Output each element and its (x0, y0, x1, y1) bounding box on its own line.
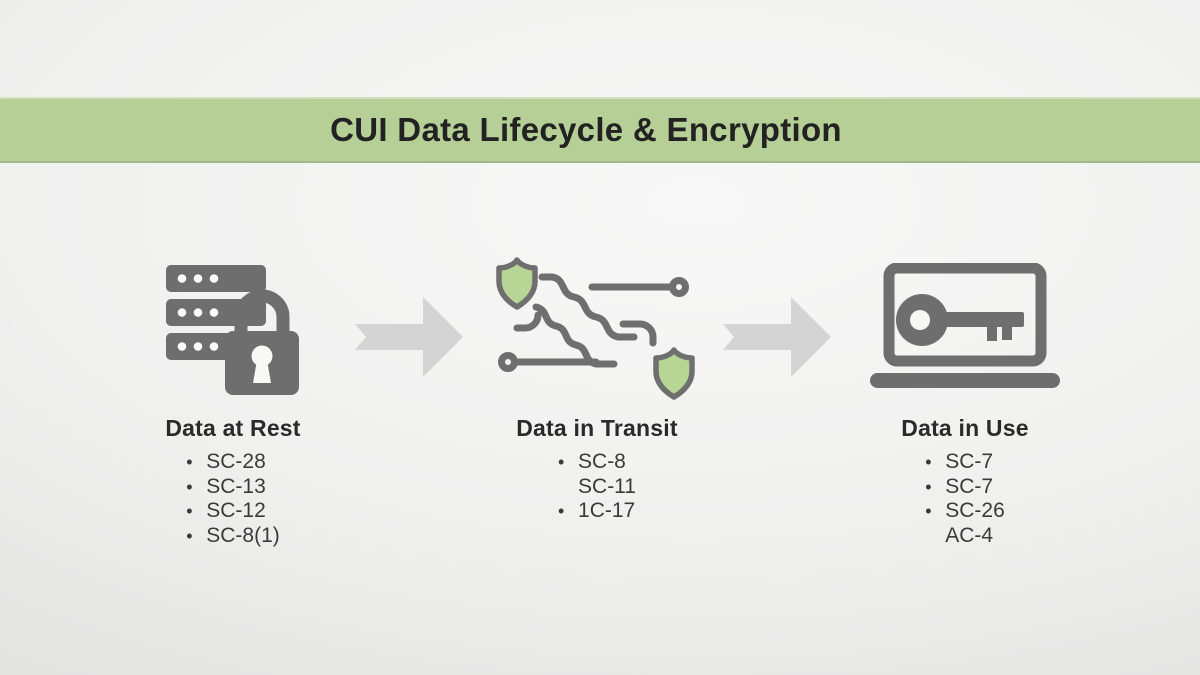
bullet-icon: • (558, 452, 565, 472)
stage-heading: Data at Rest (165, 415, 301, 441)
control-list: • SC-8 •SC-11 • 1C-17 (558, 450, 636, 524)
page-title: CUI Data Lifecycle & Encryption (330, 111, 842, 148)
list-item: • SC-13 (186, 475, 280, 500)
stage-data-in-transit: Data in Transit • SC-8 •SC-11 • 1C-17 (457, 250, 737, 524)
list-item: • SC-7 (925, 475, 1005, 500)
control-label: AC-4 (945, 523, 994, 547)
list-item: • 1C-17 (558, 499, 636, 524)
bullet-icon: • (558, 501, 565, 522)
server-lock-icon (93, 250, 373, 405)
bullet-icon: • (925, 501, 932, 522)
bullet-icon: • (925, 476, 932, 497)
title-banner: CUI Data Lifecycle & Encryption (0, 97, 1200, 163)
flow-arrow-icon (723, 297, 831, 382)
bullet-icon: • (186, 501, 193, 522)
list-item: • SC-28 (186, 450, 280, 475)
flow-arrow-icon (355, 297, 463, 382)
control-list: • SC-7 • SC-7 • SC-26 •AC-4 (925, 450, 1005, 548)
control-label: SC-7 (945, 474, 994, 498)
control-label: SC-28 (206, 450, 266, 473)
stage-data-in-use: Data in Use • SC-7 • SC-7 • SC-26 •AC-4 (825, 250, 1105, 548)
bullet-icon: • (186, 525, 193, 546)
stage-data-at-rest: Data at Rest • SC-28 • SC-13 • SC-12 • SC-8(… (93, 250, 373, 548)
control-label: 1C-17 (578, 499, 636, 523)
control-label: SC-7 (945, 450, 994, 473)
laptop-key-icon (825, 250, 1105, 405)
list-item: • SC-7 (925, 450, 1005, 475)
list-item: • SC-8(1) (186, 524, 280, 549)
list-item: •AC-4 (925, 524, 1005, 549)
stage-heading: Data in Transit (516, 415, 678, 441)
stage-heading: Data in Use (901, 415, 1029, 441)
data-flow-shields-icon (457, 250, 737, 405)
list-item: • SC-26 (925, 499, 1005, 524)
control-label: SC-26 (945, 499, 1005, 523)
control-label: SC-13 (206, 474, 266, 498)
control-list: • SC-28 • SC-13 • SC-12 • SC-8(1) (186, 450, 280, 548)
list-item: • SC-8 (558, 450, 636, 475)
list-item: • SC-12 (186, 499, 280, 524)
bullet-icon: • (186, 452, 193, 472)
bullet-icon: • (925, 452, 932, 472)
list-item: •SC-11 (558, 475, 636, 500)
control-label: SC-12 (206, 499, 266, 523)
control-label: SC-8 (578, 450, 626, 473)
bullet-icon: • (186, 476, 193, 497)
control-label: SC-8(1) (206, 523, 280, 547)
control-label: SC-11 (578, 474, 636, 498)
